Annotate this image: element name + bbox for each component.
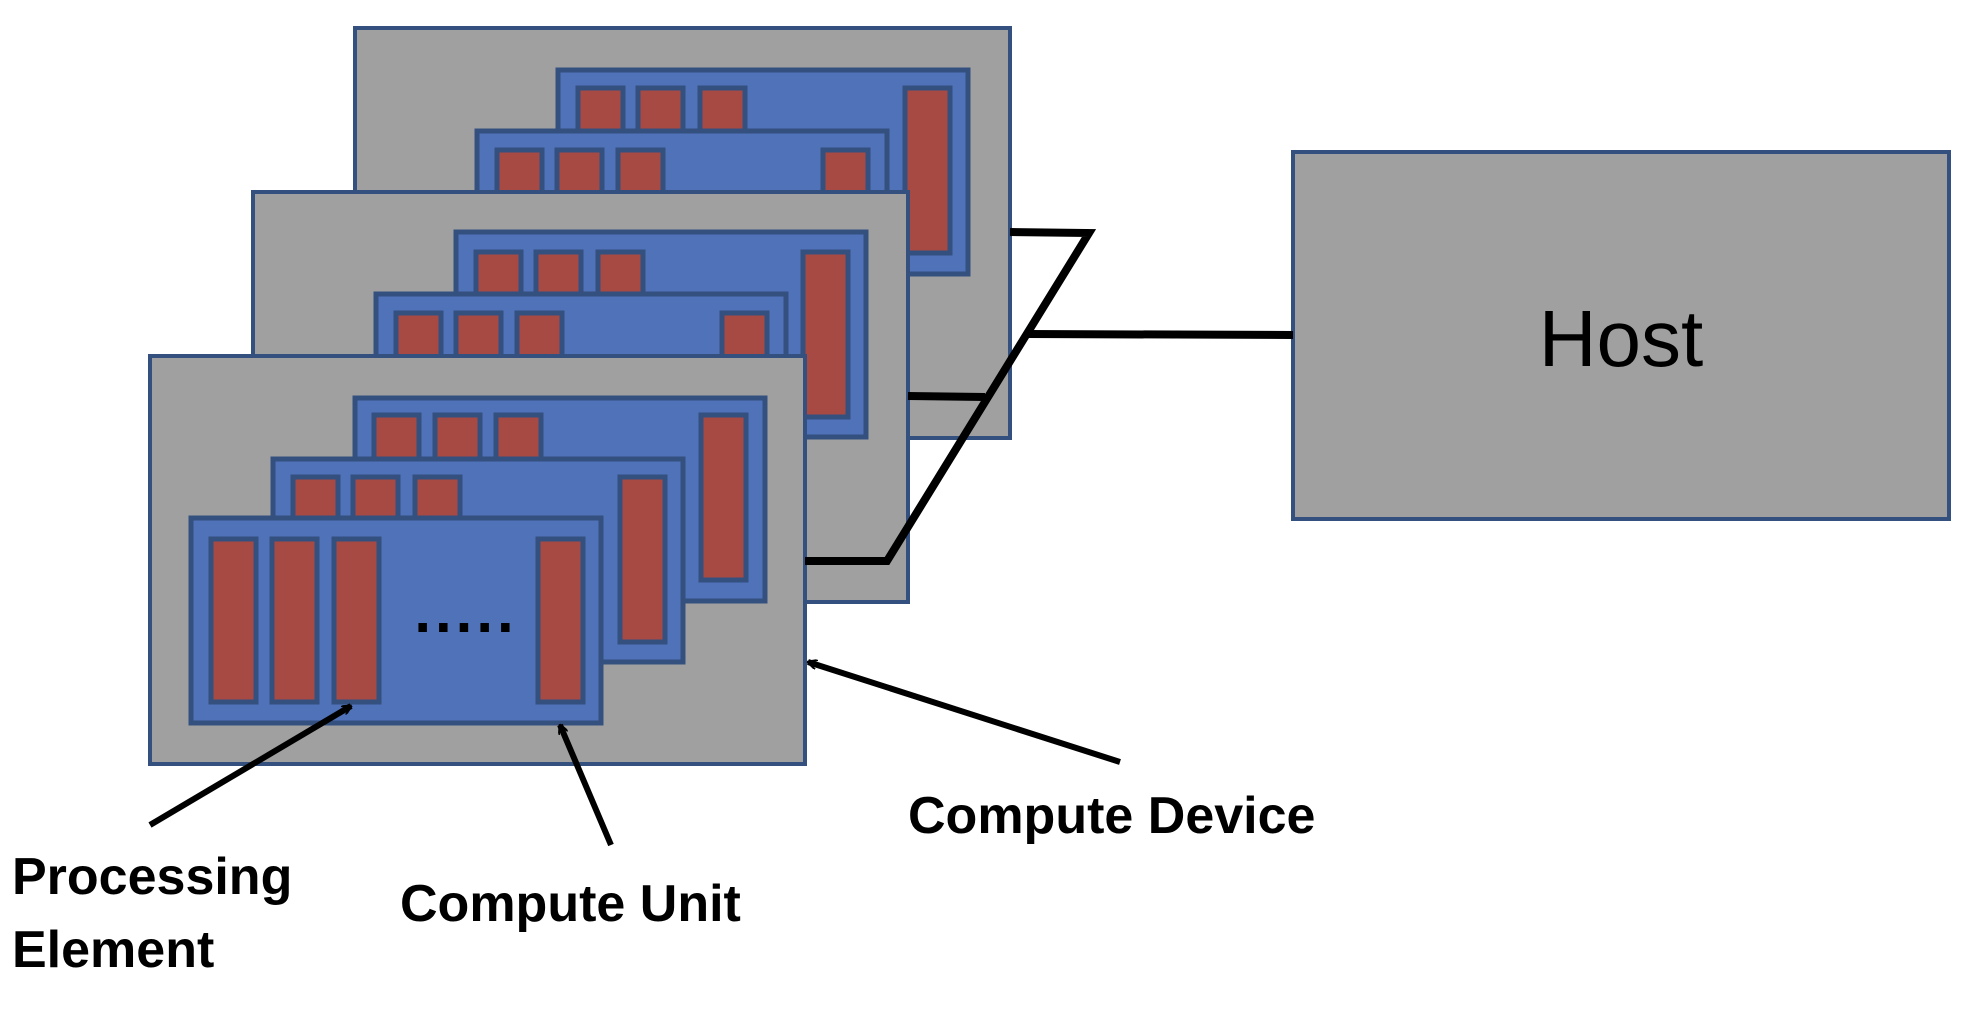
processing-element bbox=[617, 474, 668, 645]
processing-element bbox=[697, 85, 748, 139]
host-wire bbox=[1026, 330, 1294, 339]
processing-element bbox=[698, 412, 749, 583]
compute-unit-arrow bbox=[557, 725, 614, 847]
host-box bbox=[1291, 150, 1951, 521]
processing-element bbox=[432, 412, 483, 466]
processing-element bbox=[269, 536, 320, 705]
device-wire-zigzag bbox=[805, 228, 1097, 565]
processing-element bbox=[514, 310, 565, 364]
interconnect bbox=[805, 228, 1294, 565]
processing-element bbox=[800, 249, 851, 420]
processing-element bbox=[393, 310, 444, 364]
processing-element bbox=[493, 412, 544, 466]
processing-element-arrow bbox=[148, 703, 351, 828]
compute-device-arrow bbox=[808, 662, 1121, 765]
compute-unit-front: ..... bbox=[188, 515, 604, 726]
processing-element bbox=[453, 310, 504, 364]
processing-element bbox=[902, 85, 953, 256]
host-block: Host bbox=[1291, 150, 1951, 521]
unit-box bbox=[188, 515, 604, 726]
processing-element-label-line1: Processing bbox=[12, 848, 292, 906]
processing-element bbox=[208, 536, 259, 705]
processing-element-label-line2: Element bbox=[12, 921, 214, 979]
processing-element bbox=[535, 536, 586, 705]
compute-device-front: ..... bbox=[148, 354, 807, 766]
ellipsis-label: ..... bbox=[414, 578, 517, 645]
processing-element bbox=[719, 310, 770, 364]
annotation-arrows bbox=[148, 662, 1121, 847]
compute-device-label: Compute Device bbox=[908, 787, 1315, 845]
processing-element bbox=[371, 412, 422, 466]
processing-element bbox=[575, 85, 626, 139]
host-label: Host bbox=[1539, 294, 1704, 383]
compute-unit-label: Compute Unit bbox=[400, 875, 741, 933]
processing-element bbox=[331, 536, 382, 705]
device-wire-middle bbox=[907, 392, 986, 401]
